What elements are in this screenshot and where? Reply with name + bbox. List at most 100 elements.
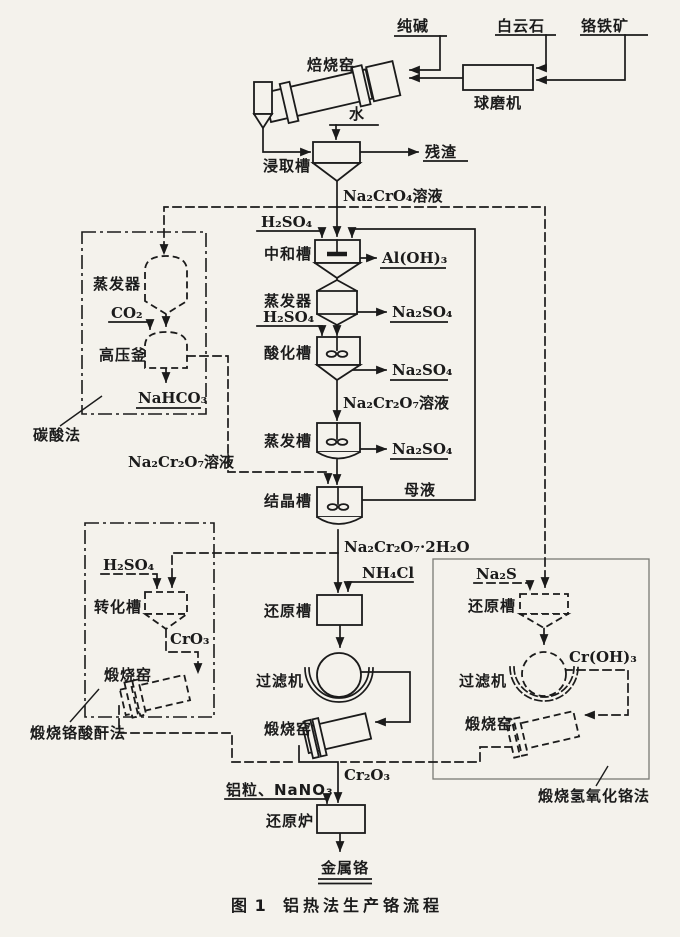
dolomite-feed-line [535,34,547,73]
impeller [336,438,349,446]
hydrox-filter-label: 过滤机 [459,672,507,690]
filter-cradle-inner [513,666,575,698]
kiln-ring [350,64,372,108]
metallic-chromium-label: 金属铬 [320,859,369,877]
leaching-tank-body [312,141,361,164]
filter-drum [316,652,362,698]
h2so4-feed-line-1 [256,227,327,239]
cro3-dashed-line [165,628,203,675]
conversion-tank-label: 转化槽 [94,598,142,616]
soda-ash-label: 纯碱 [397,17,429,35]
kiln-ring [123,680,140,719]
chromium-hydroxide-process-box [432,558,650,780]
chromite-label: 铬铁矿 [581,17,629,35]
dolomite-label: 白云石 [497,17,545,35]
chromic-kiln-label: 煅烧窑 [104,666,152,684]
rotary-roasting-kiln [263,60,402,125]
filter-cradle-outer [509,666,579,702]
acidifying-tank [314,336,364,382]
conversion-tank-body [144,591,188,615]
ball-mill-label: 球磨机 [474,94,522,112]
tank-cone [314,364,364,382]
nahco3-label: NaHCO₃ [138,389,207,407]
recycle-solution-label: Na₂Cr₂O₇溶液 [128,453,235,471]
nh4cl-label: NH₄Cl [362,564,414,582]
h2so4-feed-line-2 [256,325,327,337]
rotary-filter [304,652,374,703]
impeller [336,350,349,358]
hydrox-reduction-tank-cone [516,613,572,630]
tank-body [316,486,363,518]
autoclave-label: 高压釜 [99,346,147,364]
kiln-discharge-hopper [253,81,273,115]
reduction-furnace-body [316,804,366,834]
filter-cradle-inner [308,667,370,699]
chromic-label-leader [69,688,100,723]
chromic-anhydride-process-box [84,522,215,718]
hydrox-kiln-label: 煅烧窑 [465,715,513,733]
hydrox-rotary-filter [509,651,579,702]
kiln-ring [504,718,522,759]
reduction-furnace-label: 还原炉 [265,812,314,830]
calcining-kiln [301,712,373,760]
na2s-label: Na₂S [476,565,517,583]
hydroxide-label-leader [595,765,609,787]
cr2o3-label: Cr₂O₃ [344,766,390,784]
al-nano3-label: 铝粒、NaNO₃ [226,781,334,799]
dashed-line-to-hydroxide-reduction-tank [336,206,550,589]
dashed-line-to-conversion-tank [167,552,339,589]
kiln-end-cap [365,60,402,103]
mother-liquor-return-line [347,227,476,501]
hydrox-calcining-kiln [504,710,581,759]
carb-evaporator-label: 蒸发器 [93,275,141,293]
filter-cradle-outer [304,667,374,703]
kiln-ring [131,678,148,717]
kiln-discharge-line [262,127,312,157]
tank-body [316,422,361,453]
h2so4-dashed-feed-line [100,573,162,590]
reduction-tank-label: 还原槽 [263,602,312,620]
impeller [326,503,339,511]
ball-mill-body [462,64,534,91]
na2cr2o7-solution-label: Na₂Cr₂O₇溶液 [343,394,450,412]
hydrox-reduction-tank-label: 还原槽 [467,597,516,615]
tank-round-bottom [316,451,361,460]
crystallizing-tank [316,486,363,525]
water-label: 水 [349,105,365,123]
hydroxide-process-label: 煅烧氢氧化铬法 [538,787,650,805]
crystallizing-tank-label: 结晶槽 [264,492,312,510]
mother-liquor-label: 母液 [404,481,436,499]
filter-to-kiln-line [360,671,411,727]
acidifying-tank-label: 酸化槽 [264,344,312,362]
leaching-tank-label: 浸取槽 [263,157,311,175]
impeller [337,503,350,511]
figure-title: 铝热法生产铬流程 [283,896,443,915]
evaporating-tank [316,422,361,460]
carb-evaporator-vessel [144,255,188,316]
nh4cl-feed-line [343,581,414,593]
co2-feed-line [108,319,155,331]
chromic-process-label: 煅烧铬酸酐法 [30,724,126,742]
soda-ash-feed-line [408,35,441,75]
chromite-feed-line [535,34,626,85]
na2cro4-label: Na₂CrO₄溶液 [343,187,443,205]
evaporator-label: 蒸发器 [264,292,312,310]
impeller [325,350,338,358]
leaching-tank-cone [310,162,363,183]
neutralizing-tank [312,239,364,280]
al-nano3-feed-line [224,793,332,805]
residue-label: 残渣 [425,143,457,161]
chromic-h2so4-label: H₂SO₄ [103,556,155,574]
tank-cone [312,262,364,280]
carbonate-process-label: 碳酸法 [33,426,81,444]
hydrox-reduction-tank-body [519,593,569,615]
reduction-tank-body [316,594,363,626]
kiln-ring [303,718,320,760]
right-kiln-dashed-outlet [340,746,514,763]
neutralizing-tank-label: 中和槽 [264,245,312,263]
kiln-ring [278,80,300,125]
filter-label: 过滤机 [256,672,304,690]
filter-drum [521,651,567,697]
co2-label: CO₂ [111,304,143,322]
